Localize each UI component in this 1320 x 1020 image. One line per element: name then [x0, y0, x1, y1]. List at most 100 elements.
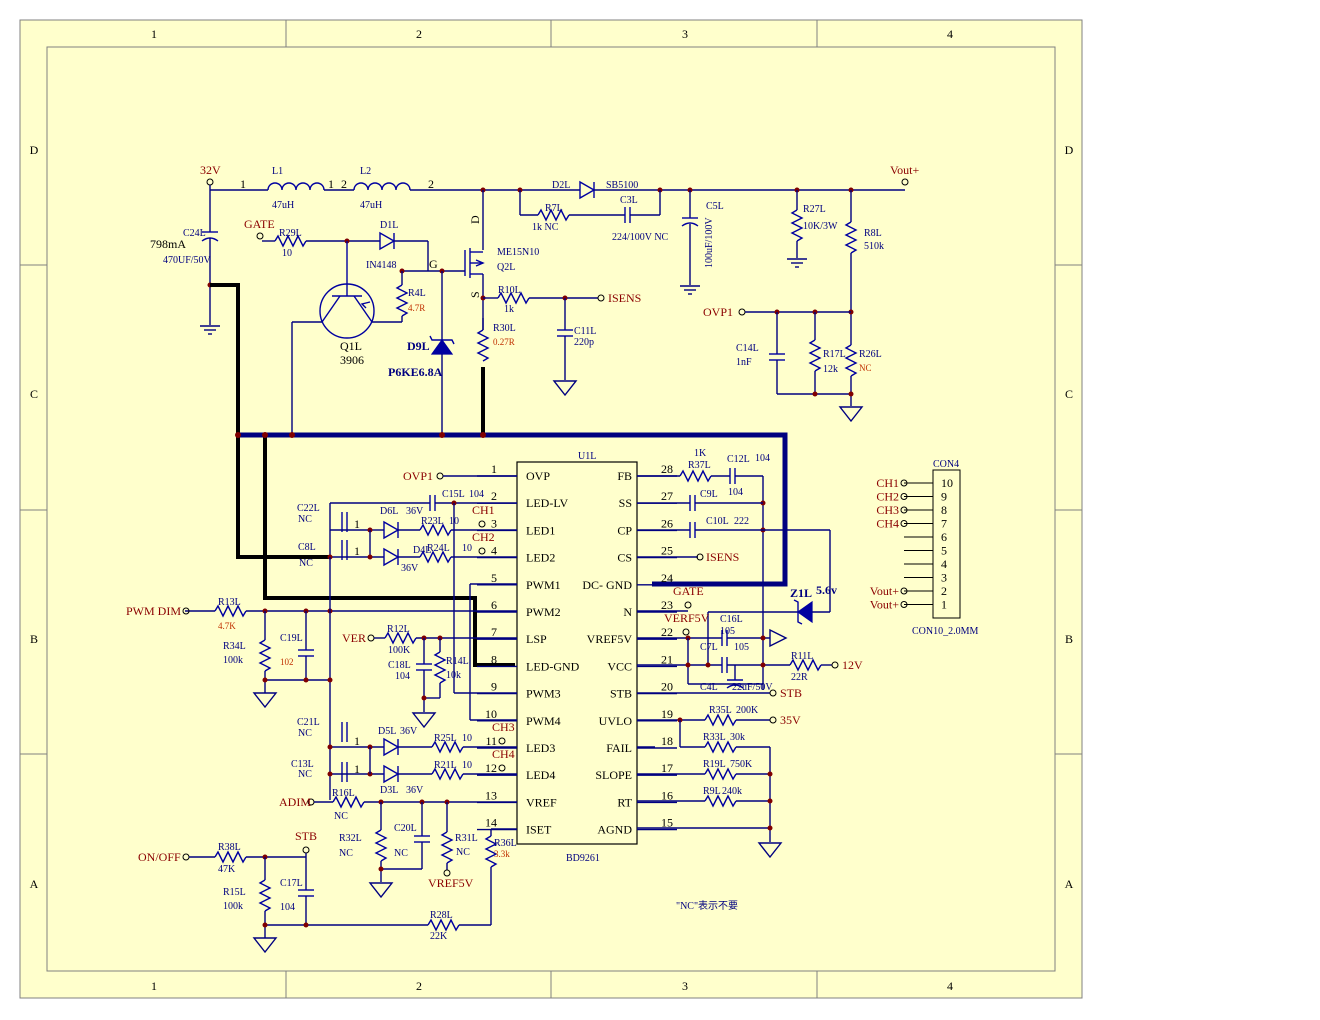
ic-pin-name-10: PWM4: [526, 714, 561, 728]
ic-pin-num-9: 9: [491, 680, 497, 694]
c7l-value: 105: [734, 642, 749, 653]
c21l-ref: C21L: [297, 717, 320, 728]
ground-buses: [210, 283, 788, 667]
c4l-ref: C4L: [700, 682, 718, 693]
con4-pin-7: 7: [941, 517, 947, 531]
r31l-value: NC: [456, 847, 470, 858]
d2l-ref: D2L: [552, 180, 570, 191]
r25l-ref: R25L: [434, 733, 457, 744]
net-12v: 12V: [842, 658, 863, 672]
net-isens-ic: ISENS: [706, 550, 739, 564]
c24l-value: 470UF/50V: [163, 255, 212, 266]
d1l-ref: D1L: [380, 220, 398, 231]
r24l-value: 10: [462, 543, 472, 554]
r33l-value: 30k: [730, 732, 745, 743]
r7l-value: 1k NC: [532, 222, 559, 233]
r29l-value: 10: [282, 248, 292, 259]
r28l-value: 22K: [430, 931, 448, 942]
frame-row-a-left: A: [30, 877, 39, 891]
con4-ref: CON4: [933, 459, 959, 470]
frame-col-1-top: 1: [151, 27, 157, 41]
net-vref5v: VREF5V: [428, 876, 474, 890]
net-onoff: ON/OFF: [138, 850, 181, 864]
r23l-value: 10: [449, 516, 459, 527]
ic-pin-name-3: LED1: [526, 523, 555, 537]
ic-pin-num-21: 21: [661, 652, 673, 666]
r24l-ref: R24L: [427, 543, 450, 554]
con4-net-9: CH2: [876, 490, 899, 504]
ic-pin-name-2: LED-LV: [526, 496, 569, 510]
con4-pin-1: 1: [941, 598, 947, 612]
inductor-l2: [353, 182, 411, 191]
r11l-ref: R11L: [791, 651, 813, 662]
c3l-value: 224/100V NC: [612, 232, 669, 243]
net-adim: ADIM: [279, 795, 311, 809]
resistor-r10l: [497, 291, 530, 305]
r37l-value: 1K: [694, 448, 707, 459]
net-ch3-ic: CH3: [492, 720, 515, 734]
resistor-r17l: [808, 339, 822, 372]
ic-pin-num-3: 3: [491, 516, 497, 530]
net-vout: Vout+: [890, 163, 919, 177]
c11l-ref: C11L: [574, 326, 596, 337]
r33l-ref: R33L: [703, 732, 726, 743]
d9l-value: P6KE6.8A: [388, 365, 443, 379]
r10l-ref: R10L: [498, 285, 521, 296]
d3l-ref: D3L: [380, 785, 398, 796]
r38l-ref: R38L: [218, 842, 241, 853]
r30l-ref: R30L: [493, 323, 516, 334]
d6l-value: 36V: [406, 506, 424, 517]
ic-pin-name-18: FAIL: [606, 741, 632, 755]
ic-pin-name-14: ISET: [526, 823, 552, 837]
l2-pin-1: 2: [341, 177, 347, 191]
q2l-g-label: G: [429, 257, 438, 271]
ic-pin-num-20: 20: [661, 680, 673, 694]
c20l-value: NC: [394, 848, 408, 859]
c14l-value: 1nF: [736, 357, 752, 368]
net-gate-top: GATE: [244, 217, 275, 231]
r32l-value: NC: [339, 848, 353, 859]
c19l-value: 102: [280, 657, 294, 667]
ic-pin-name-11: LED3: [526, 741, 555, 755]
r12l-value: 100K: [388, 645, 411, 656]
c18l-value: 104: [395, 671, 410, 682]
resistor-r24l: [419, 550, 452, 564]
frame-col-3-top: 3: [682, 27, 688, 41]
l1-pin-1: 1: [240, 177, 246, 191]
ic-pin-name-28: FB: [617, 469, 632, 483]
ic-pin-num-25: 25: [661, 544, 673, 558]
ic-pin-num-27: 27: [661, 489, 673, 503]
r34l-ref: R34L: [223, 641, 246, 652]
resistor-r15l: [258, 879, 272, 912]
ic-u1l-ref: U1L: [578, 451, 596, 462]
c13-pin-1: 1: [354, 762, 360, 776]
c10l-ref: C10L: [706, 516, 729, 527]
net-verf5v: VERF5V: [664, 611, 710, 625]
con4-net-10: CH1: [876, 476, 899, 490]
ic-pin-name-23: N: [623, 605, 632, 619]
r23l-ref: R23L: [421, 516, 444, 527]
con4-net-1: Vout+: [870, 598, 899, 612]
net-gate-ic: GATE: [673, 584, 704, 598]
d9l-ref: D9L: [407, 339, 430, 353]
frame-row-c-left: C: [30, 387, 38, 401]
c24l-ref: C24L: [183, 228, 206, 239]
c8-pin-1: 1: [354, 544, 360, 558]
ic-pin-num-17: 17: [661, 761, 673, 775]
ic-pin-num-26: 26: [661, 516, 673, 530]
resistor-r38l: [214, 850, 247, 864]
c5l-ref: C5L: [706, 201, 724, 212]
power-stage: 32V 1 L1 47uH 1 2 L2 47uH 2 D2L SB5100 V…: [150, 163, 919, 435]
resistor-r35l: [704, 713, 737, 727]
r35l-value: 200K: [736, 705, 759, 716]
q1l-value: 3906: [340, 353, 364, 367]
c16l-value: 105: [720, 626, 735, 637]
ic-pin-name-4: LED2: [526, 551, 555, 565]
con4-part: CON10_2.0MM: [912, 626, 979, 637]
z1l-ref: Z1L: [790, 586, 812, 600]
resistor-r23l: [419, 523, 452, 537]
net-32v: 32V: [200, 163, 221, 177]
con4-pin-8: 8: [941, 503, 947, 517]
